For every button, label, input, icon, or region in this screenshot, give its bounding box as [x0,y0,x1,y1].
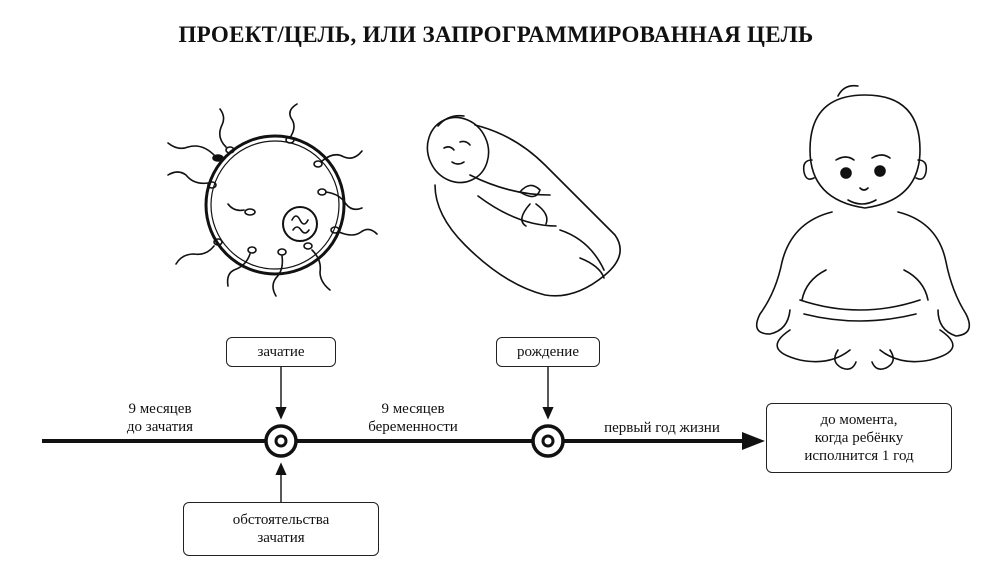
timeline-arrowhead [742,432,765,450]
first-year-label: первый год жизни [604,420,720,436]
conception-marker [264,424,298,458]
circumstances-line-2: зачатия [257,530,305,546]
circumstances-box: обстоятельства зачатия [183,502,379,556]
page-title: ПРОЕКТ/ЦЕЛЬ, ИЛИ ЗАПРОГРАММИРОВАННАЯ ЦЕЛ… [178,22,814,47]
swaddled-newborn-icon [426,114,621,297]
birth-box: рождение [496,337,600,367]
birth-marker [531,424,565,458]
birth-label: рождение [517,344,579,360]
sitting-baby-icon [755,84,971,370]
before-conception-label: 9 месяцев до зачатия [126,401,194,435]
one-year-line-2: когда ребёнку [814,430,904,446]
one-year-line-3: исполнится 1 год [804,448,914,464]
conception-box: зачатие [226,337,336,367]
conception-label: зачатие [257,344,305,360]
one-year-box: до момента, когда ребёнку исполнится 1 г… [766,403,952,473]
one-year-line-1: до момента, [820,412,898,428]
pregnancy-label: 9 месяцев беременности [368,401,458,435]
circumstances-line-1: обстоятельства [232,512,330,528]
egg-cell-with-sperm-icon [167,103,378,297]
